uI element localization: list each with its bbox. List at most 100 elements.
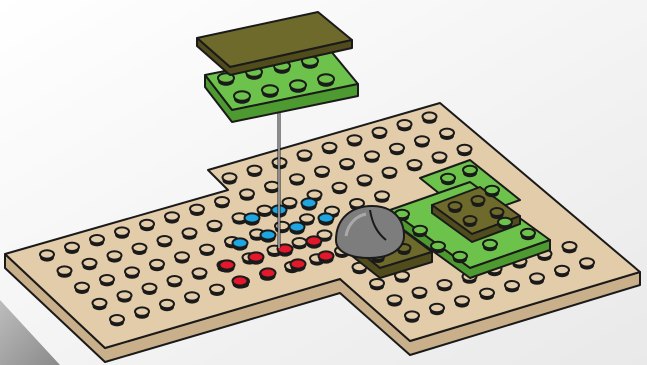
baseplate-stud: [83, 259, 97, 270]
baseplate-stud: [265, 182, 279, 193]
rock: [336, 206, 404, 258]
green-stud: [441, 174, 455, 185]
baseplate-stud: [373, 128, 387, 139]
olive-stud: [464, 216, 477, 227]
baseplate-stud: [408, 160, 422, 171]
blue-round-tile: [319, 213, 334, 225]
green-stud: [498, 218, 512, 229]
baseplate-stud: [390, 144, 404, 155]
red-round-tile: [319, 251, 334, 263]
green-stud: [521, 229, 535, 240]
baseplate-stud: [430, 304, 444, 315]
baseplate-stud: [413, 288, 427, 299]
blue-round-tile: [245, 213, 260, 225]
baseplate-stud: [158, 236, 172, 247]
baseplate-stud: [440, 129, 454, 140]
baseplate-stud: [150, 260, 164, 271]
baseplate-stud: [388, 295, 402, 306]
baseplate-stud: [133, 244, 147, 255]
baseplate-stud: [340, 159, 354, 170]
baseplate-stud: [530, 273, 544, 284]
baseplate-stud: [193, 268, 207, 279]
blue-round-tile: [233, 238, 248, 250]
blue-round-tile: [290, 222, 305, 234]
baseplate-stud: [423, 112, 437, 123]
baseplate-stud: [210, 285, 224, 296]
baseplate-stud: [185, 292, 199, 303]
red-round-tile: [233, 276, 248, 288]
baseplate-stud: [398, 120, 412, 131]
baseplate-stud: [110, 315, 124, 326]
baseplate-stud: [438, 280, 452, 291]
baseplate-stud: [65, 243, 79, 254]
baseplate-stud: [248, 166, 262, 177]
baseplate-stud: [370, 279, 384, 290]
baseplate-stud: [160, 300, 174, 311]
baseplate-stud: [93, 299, 107, 310]
baseplate-stud: [118, 291, 132, 302]
baseplate-stud: [290, 174, 304, 185]
baseplate-stud: [240, 189, 254, 200]
baseplate-stud: [275, 222, 289, 233]
baseplate-stud: [415, 136, 429, 147]
baseplate-stud: [555, 266, 569, 277]
baseplate-stud: [143, 284, 157, 295]
baseplate-stud: [100, 275, 114, 286]
green-stud: [453, 252, 467, 263]
red-round-tile: [261, 268, 276, 280]
baseplate-stud: [183, 228, 197, 239]
loose-green-stud: [290, 80, 306, 93]
red-round-tile: [291, 259, 306, 271]
baseplate-stud: [215, 197, 229, 208]
loose-green-stud: [262, 85, 278, 98]
green-stud: [463, 166, 477, 177]
baseplate-stud: [323, 143, 337, 154]
baseplate-stud: [315, 167, 329, 178]
green-stud: [413, 226, 427, 237]
baseplate-stud: [505, 281, 519, 292]
baseplate-stud: [75, 283, 89, 294]
baseplate-stud: [135, 307, 149, 318]
green-stud: [431, 242, 445, 253]
loose-green-stud: [234, 91, 250, 104]
baseplate-stud: [258, 206, 272, 217]
baseplate-stud: [458, 145, 472, 156]
baseplate-stud: [200, 245, 214, 256]
baseplate-stud: [333, 183, 347, 194]
baseplate-stud: [298, 150, 312, 161]
baseplate-stud: [90, 235, 104, 246]
baseplate-stud: [580, 258, 594, 269]
baseplate-stud: [405, 311, 419, 322]
baseplate-stud: [223, 173, 237, 184]
baseplate-stud: [115, 227, 129, 238]
baseplate-stud: [348, 135, 362, 146]
red-round-tile: [220, 260, 235, 272]
olive-stud: [472, 196, 485, 207]
baseplate-stud: [190, 205, 204, 216]
baseplate-stud: [168, 276, 182, 287]
olive-stud: [491, 208, 504, 219]
baseplate-stud: [383, 168, 397, 179]
baseplate-stud: [208, 221, 222, 232]
red-round-tile: [307, 236, 322, 248]
baseplate-stud: [365, 151, 379, 162]
blue-round-tile: [261, 230, 276, 242]
baseplate-stud: [108, 251, 122, 262]
blue-round-tile: [302, 198, 317, 210]
baseplate-stud: [58, 266, 72, 277]
baseplate-stud: [358, 175, 372, 186]
green-stud: [485, 186, 499, 197]
baseplate-stud: [165, 212, 179, 223]
red-round-tile: [249, 252, 264, 264]
baseplate-stud: [125, 267, 139, 278]
green-stud: [483, 240, 497, 251]
baseplate-stud: [375, 191, 389, 202]
baseplate-stud: [140, 220, 154, 231]
baseplate-stud: [480, 289, 494, 300]
baseplate-stud: [455, 296, 469, 307]
baseplate-stud: [433, 152, 447, 163]
loose-green-stud: [318, 74, 334, 87]
baseplate-stud: [563, 242, 577, 253]
baseplate-stud: [40, 250, 54, 261]
